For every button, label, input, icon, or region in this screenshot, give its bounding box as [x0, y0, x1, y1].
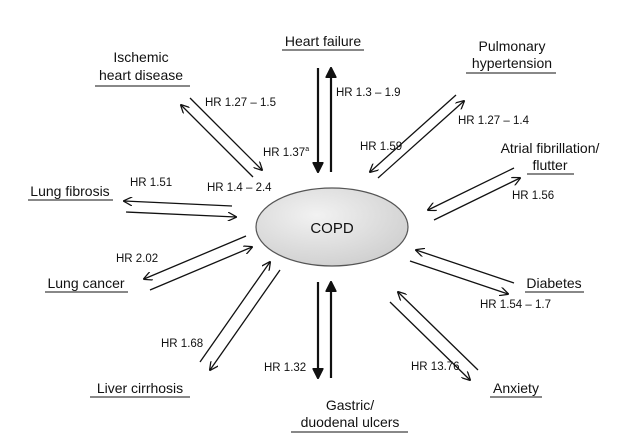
pulmonary-label-line1: Pulmonary: [479, 38, 546, 54]
liver-cirrhosis-arrow-to-copd: [199, 262, 270, 363]
pulmonary-hr2: HR 1.59: [360, 141, 402, 153]
atrial-arrow-from-copd: [433, 178, 520, 221]
liver-cirrhosis-label: Liver cirrhosis: [97, 380, 183, 396]
lung-fibrosis-arrow-to-copd: [125, 211, 236, 217]
diabetes-arrow-to-condition: [409, 260, 508, 294]
lung-cancer-label: Lung cancer: [47, 275, 124, 291]
anxiety-hr: HR 13.76: [411, 361, 460, 373]
liver-cirrhosis-arrow-to-condition: [210, 269, 281, 370]
ischemic-hr2: HR 1.4 – 2.4: [207, 182, 272, 194]
copd-label: COPD: [310, 220, 354, 237]
ischemic-arrow-from-copd: [181, 105, 254, 178]
gastric-label-line1: Gastric/: [326, 397, 374, 413]
heart-failure-hr: HR 1.3 – 1.9: [336, 87, 401, 99]
anxiety-arrow-to-condition: [389, 301, 470, 380]
heart-failure-label: Heart failure: [285, 33, 361, 49]
lung-fibrosis-arrow-to-condition: [124, 201, 233, 207]
pulmonary-arrow-from-copd: [377, 101, 464, 179]
pulmonary-hr: HR 1.27 – 1.4: [458, 115, 530, 127]
atrial-label-line2: flutter: [532, 157, 567, 173]
heart-failure-inner-hr: HR 1.37a: [263, 146, 309, 159]
pulmonary-label-line2: hypertension: [472, 55, 552, 71]
diabetes-hr: HR 1.54 – 1.7: [480, 299, 551, 311]
ischemic-hr: HR 1.27 – 1.5: [205, 97, 276, 109]
anxiety-label: Anxiety: [493, 380, 539, 396]
copd-ellipse: [255, 187, 409, 267]
diabetes-label: Diabetes: [526, 275, 581, 291]
atrial-label-line1: Atrial fibrillation/: [501, 140, 600, 156]
diabetes-arrow-to-copd: [416, 250, 515, 284]
lung-cancer-arrow-to-condition: [144, 235, 247, 279]
lung-fibrosis-label: Lung fibrosis: [30, 183, 109, 199]
atrial-arrow-to-copd: [428, 167, 515, 210]
gastric-hr: HR 1.32: [264, 362, 306, 374]
lung-fibrosis-hr: HR 1.51: [130, 177, 172, 189]
lung-cancer-arrow-to-copd: [149, 247, 252, 291]
ischemic-arrow-to-copd: [189, 97, 262, 170]
atrial-hr: HR 1.56: [512, 190, 554, 202]
anxiety-arrow-to-copd: [398, 292, 479, 371]
pulmonary-arrow-to-copd: [370, 94, 457, 172]
lung-cancer-hr: HR 2.02: [116, 253, 158, 265]
ischemic-label-line1: Ischemic: [113, 49, 168, 65]
liver-cirrhosis-hr: HR 1.68: [161, 338, 203, 350]
ischemic-label-line2: heart disease: [99, 67, 183, 83]
gastric-label-line2: duodenal ulcers: [301, 414, 400, 430]
